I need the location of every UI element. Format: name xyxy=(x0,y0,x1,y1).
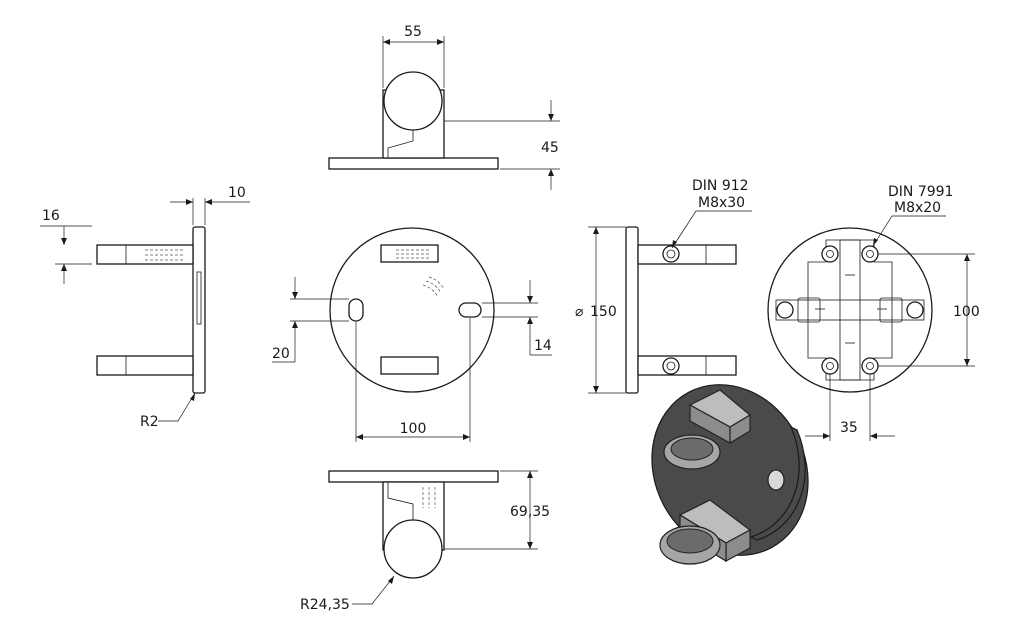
side-view-arm-lower xyxy=(96,355,194,376)
side-view: 10 16 R2 xyxy=(40,185,250,430)
callout-din7991-line1: DIN 7991 xyxy=(888,184,953,200)
dim-rear-spacing-v: 100 xyxy=(953,304,980,320)
bottom-view-base-plate xyxy=(328,470,499,483)
dim-top-width: 55 xyxy=(404,24,422,40)
top-view-weld-line xyxy=(387,130,414,158)
right-view-arm-lower xyxy=(637,355,737,376)
dim-side-radius: R2 xyxy=(140,414,159,430)
dim-bottom-height: 69,35 xyxy=(510,504,550,520)
callout-din912-line1: DIN 912 xyxy=(692,178,749,194)
right-view-screw-upper xyxy=(662,245,680,263)
diameter-symbol: ⌀ xyxy=(575,304,584,320)
right-view-arm-upper xyxy=(637,244,737,265)
bottom-view-tube xyxy=(383,519,443,579)
dim-front-slot-width: 14 xyxy=(534,338,552,354)
dim-rear-spacing-h: 35 xyxy=(840,420,858,436)
iso-mount-hole xyxy=(767,469,785,491)
side-view-slot xyxy=(196,271,202,325)
isometric-view xyxy=(651,384,809,565)
front-view-weld-marks xyxy=(422,276,445,298)
rear-view-plate xyxy=(767,227,933,393)
side-view-plate xyxy=(192,226,206,394)
dim-side-thickness: 10 xyxy=(228,185,246,201)
callout-din7991-line2: M8x20 xyxy=(894,200,941,216)
dim-front-slot-spacing: 100 xyxy=(400,421,427,437)
front-view-slot-right xyxy=(458,302,482,318)
top-view-tube xyxy=(383,71,443,131)
front-view-pad-lower xyxy=(380,356,439,375)
rear-view: DIN 7991 M8x20 100 35 xyxy=(767,184,980,441)
dim-front-slot-offset: 20 xyxy=(272,346,290,362)
bottom-view-weld-line xyxy=(387,482,414,520)
dim-bottom-radius: R24,35 xyxy=(300,597,350,613)
front-view-pad-upper xyxy=(380,244,439,263)
right-view-plate xyxy=(625,226,639,394)
top-view: 55 45 xyxy=(328,24,560,190)
dim-right-diameter: 150 xyxy=(590,304,617,320)
side-view-arm-upper xyxy=(96,244,194,265)
callout-din912-line2: M8x30 xyxy=(698,195,745,211)
right-view-screw-lower xyxy=(662,357,680,375)
dim-side-offset: 16 xyxy=(42,208,60,224)
front-view-plate xyxy=(329,227,495,393)
right-side-view: ⌀ 150 DIN 912 M8x30 xyxy=(575,178,752,394)
top-view-base-plate xyxy=(328,157,499,170)
front-view-slot-left xyxy=(348,298,364,322)
rear-view-rib-outline xyxy=(807,239,893,381)
bottom-view: 69,35 R24,35 xyxy=(300,470,550,613)
dim-top-height: 45 xyxy=(541,140,559,156)
front-view: 20 14 100 xyxy=(272,227,552,442)
